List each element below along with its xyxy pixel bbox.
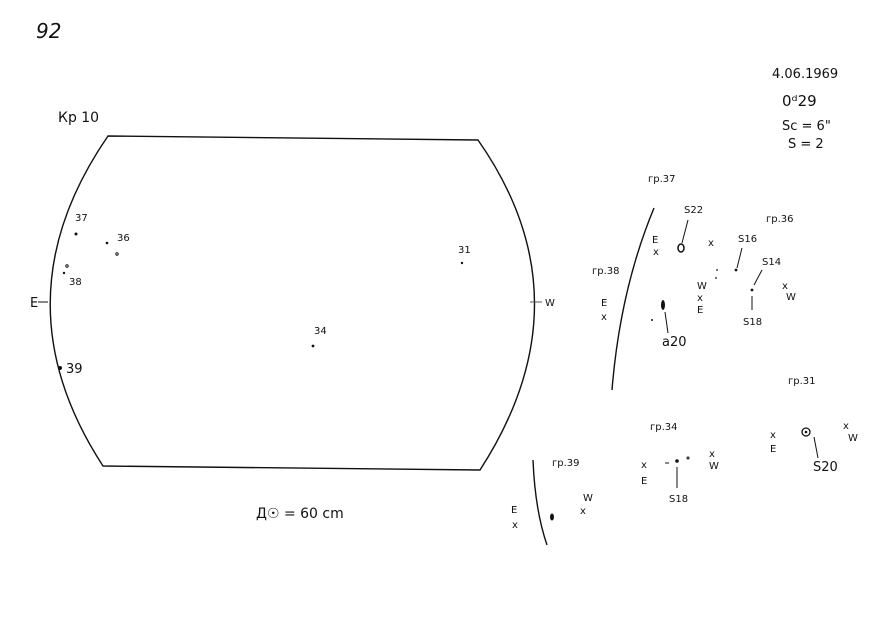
spot-s20-umbra	[804, 430, 808, 434]
group-37-x: x	[653, 247, 659, 258]
group-37-spot-label: S22	[684, 205, 703, 216]
spot-small	[651, 319, 653, 321]
group-label-34: 34	[314, 326, 327, 337]
group-38-e: E	[601, 298, 607, 309]
spot-s16	[734, 268, 738, 272]
diameter-note: Д☉ = 60 cm	[256, 506, 344, 522]
group-36-w: W	[786, 292, 796, 303]
spot-small	[686, 456, 690, 460]
group-36-e: E	[697, 305, 703, 316]
group-31-w: W	[848, 433, 858, 444]
group-label-37: 37	[75, 213, 88, 224]
spot-34	[311, 344, 315, 348]
seeing-value: Sc = 6"	[782, 119, 831, 134]
observation-time: 0ᵈ29	[782, 92, 817, 110]
group-31-e: E	[770, 444, 776, 455]
group-36-x2: x	[697, 293, 703, 304]
spot-s18	[675, 459, 679, 463]
group-37-x2: x	[708, 238, 714, 249]
group-34-e: E	[641, 476, 647, 487]
group-39-title: гр.39	[552, 458, 580, 469]
limb-arc-37-38	[611, 207, 655, 391]
group-36-spot3-label: S18	[743, 317, 762, 328]
group-38-w: W	[697, 281, 707, 292]
pointer-line	[813, 436, 819, 459]
group-31-x2: x	[843, 421, 849, 432]
group-34-w: W	[709, 461, 719, 472]
group-label-38: 38	[69, 277, 82, 288]
spot-36b	[115, 252, 119, 256]
group-38-x: x	[601, 312, 607, 323]
spot-36	[105, 241, 109, 245]
group-34-x: x	[641, 460, 647, 471]
spot-small	[716, 269, 718, 271]
west-label: W	[545, 298, 555, 309]
group-label-31: 31	[458, 245, 471, 256]
disk-label: Кр 10	[58, 110, 99, 126]
group-34-spot-label: S18	[669, 494, 688, 505]
group-38-title: гр.38	[592, 266, 620, 277]
s-value: S = 2	[788, 137, 824, 152]
east-label: E	[30, 296, 38, 311]
group-31-title: гр.31	[788, 376, 816, 387]
group-36-title: гр.36	[766, 214, 794, 225]
group-38-spot-label: a20	[662, 335, 687, 350]
spot-38a	[65, 264, 69, 268]
limb-arc-39	[532, 459, 548, 546]
pointer-line	[736, 247, 743, 269]
group-37-title: гр.37	[648, 174, 676, 185]
page-number: 92	[36, 19, 61, 43]
solar-disk-outline	[49, 135, 536, 471]
group-36-spot1-label: S16	[738, 234, 757, 245]
group-39-w: W	[583, 493, 593, 504]
group-36-x: x	[782, 281, 788, 292]
spot-39-detail	[550, 513, 554, 521]
group-39-e: E	[511, 505, 517, 516]
observation-date: 4.06.1969	[772, 67, 838, 82]
spot-31	[460, 261, 464, 265]
group-31-x: x	[770, 430, 776, 441]
group-34-title: гр.34	[650, 422, 678, 433]
group-39-x: x	[512, 520, 518, 531]
group-36-spot2-label: S14	[762, 257, 781, 268]
spot-38	[62, 271, 66, 275]
pointer-line	[664, 311, 669, 334]
spot-37	[74, 232, 78, 236]
group-34-x2: x	[709, 449, 715, 460]
group-label-39: 39	[66, 362, 83, 377]
spot-s22	[677, 243, 685, 253]
group-31-spot-label: S20	[813, 460, 838, 475]
spot-39	[58, 366, 62, 370]
spot-small	[715, 277, 717, 279]
spot-s14	[750, 288, 754, 292]
pointer-line	[681, 219, 689, 244]
pointer-line	[753, 269, 763, 286]
group-37-e: E	[652, 235, 658, 246]
group-39-x2: x	[580, 506, 586, 517]
group-label-36: 36	[117, 233, 130, 244]
spot-a20	[661, 300, 665, 310]
